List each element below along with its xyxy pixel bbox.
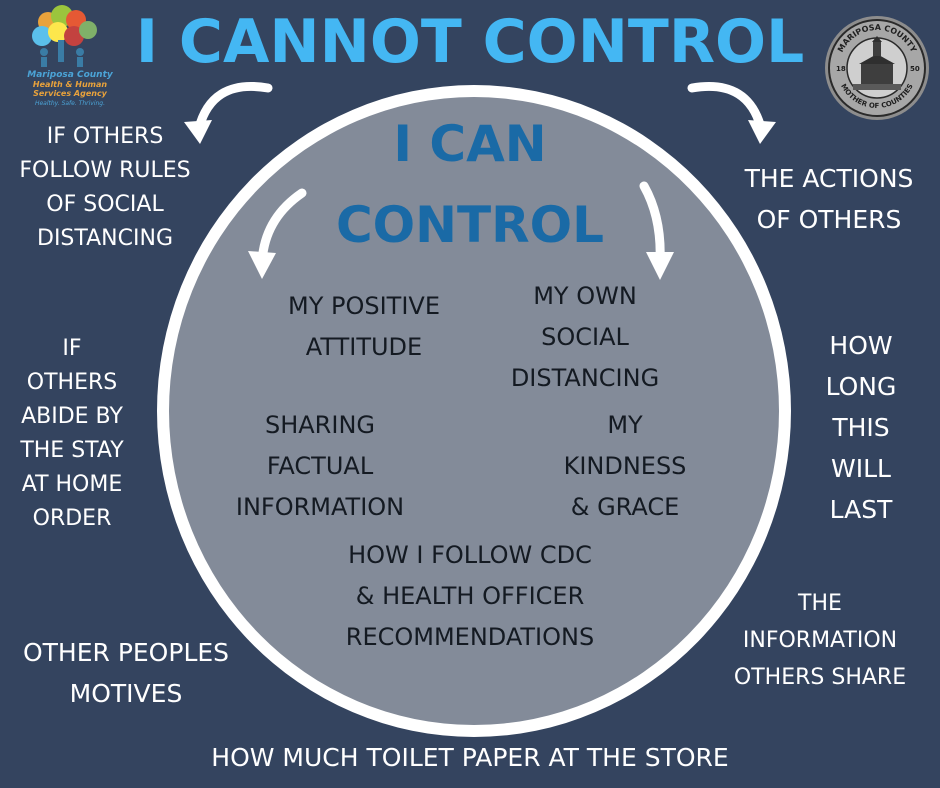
outside-motives: OTHER PEOPLES MOTIVES bbox=[22, 638, 230, 708]
curved-arrow-icon bbox=[687, 81, 776, 144]
curved-arrow-icon bbox=[639, 181, 674, 280]
tree-logo-icon: Mariposa County Health & Human Services … bbox=[27, 5, 114, 107]
agency-logo: Mariposa County Health & Human Services … bbox=[18, 4, 122, 108]
inside-cdc: HOW I FOLLOW CDC & HEALTH OFFICER RECOMM… bbox=[345, 541, 595, 651]
outside-how-long: HOW LONG THIS WILL LAST bbox=[825, 331, 897, 524]
inner-title-line1: I CAN bbox=[393, 115, 547, 173]
logo-tagline: Healthy. Safe. Thriving. bbox=[35, 100, 105, 107]
seal-year-left: 18 bbox=[836, 65, 846, 73]
i-can-control-circle bbox=[157, 85, 791, 737]
county-seal-icon: MARIPOSA COUNTY MOTHER OF COUNTIES 18 50 bbox=[825, 16, 929, 120]
outside-info: THE INFORMATION OTHERS SHARE bbox=[733, 591, 907, 690]
curved-arrow-icon bbox=[248, 188, 307, 279]
inside-kindness: MY KINDNESS & GRACE bbox=[563, 411, 687, 521]
curved-arrow-icon bbox=[184, 81, 273, 144]
outside-rules: IF OTHERS FOLLOW RULES OF SOCIAL DISTANC… bbox=[19, 124, 191, 251]
inner-title-line2: CONTROL bbox=[335, 196, 605, 254]
inside-sharing: SHARING FACTUAL INFORMATION bbox=[235, 411, 405, 521]
logo-line2: Health & Human bbox=[33, 80, 107, 89]
inside-attitude: MY POSITIVE ATTITUDE bbox=[288, 292, 440, 361]
logo-line3: Services Agency bbox=[33, 89, 108, 98]
outside-toilet-paper: HOW MUCH TOILET PAPER AT THE STORE bbox=[211, 743, 729, 772]
page-title: I CANNOT CONTROL bbox=[135, 7, 805, 77]
county-seal: MARIPOSA COUNTY MOTHER OF COUNTIES 18 50 bbox=[823, 14, 931, 122]
seal-year-right: 50 bbox=[910, 65, 920, 73]
inside-distancing: MY OWN SOCIAL DISTANCING bbox=[510, 282, 660, 392]
logo-line1: Mariposa County bbox=[27, 70, 114, 80]
outside-stay-home: IF OTHERS ABIDE BY THE STAY AT HOME ORDE… bbox=[20, 336, 124, 531]
outside-actions: THE ACTIONS OF OTHERS bbox=[744, 164, 914, 234]
